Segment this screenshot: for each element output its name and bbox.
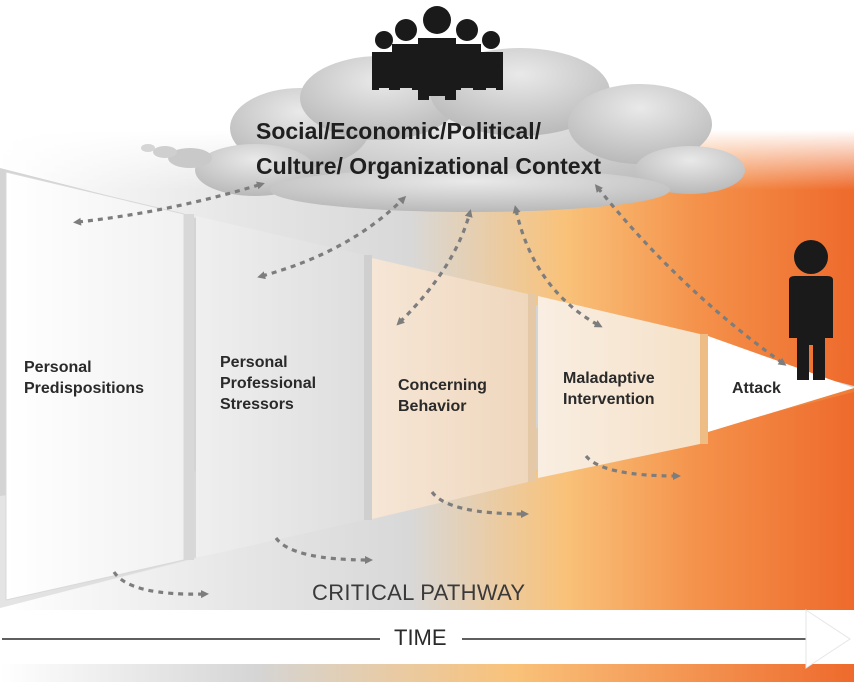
arrow-context-stressors — [257, 195, 407, 280]
stage-label-predispositions: Personal Predispositions — [24, 359, 145, 397]
person-icon — [789, 240, 833, 380]
arrow-context-behavior — [396, 209, 473, 326]
stage-label-behavior: Concerning Behavior — [398, 377, 487, 415]
arrow-context-predispositions — [73, 181, 265, 226]
context-cloud — [141, 48, 745, 212]
stage-label-attack: Attack — [732, 380, 781, 397]
influence-arrows — [73, 181, 787, 366]
arrow-context-attack — [594, 184, 787, 366]
stage-label-intervention: Maladaptive Intervention — [563, 370, 655, 408]
arrow-progress-2 — [274, 536, 373, 564]
stage-panel-2 — [196, 216, 364, 558]
stage-panel-3-edge — [528, 294, 536, 482]
arrow-progress-1 — [112, 571, 209, 599]
stage-label-stressors: Personal Professional Stressors — [220, 354, 317, 413]
arrow-progress-4 — [584, 454, 681, 480]
stage-panel-1-edge — [184, 214, 194, 560]
time-label: TIME — [394, 625, 447, 650]
stage-panel-4-edge — [700, 334, 708, 444]
crowd-icon — [372, 6, 503, 100]
time-arrow-head — [805, 609, 851, 669]
time-band — [0, 664, 854, 682]
progression-arrows — [112, 454, 681, 599]
context-title: Social/Economic/Political/ Culture/ Orga… — [256, 118, 602, 179]
arrow-context-intervention — [512, 205, 603, 328]
arrow-progress-3 — [430, 490, 529, 518]
stage-panel-2-edge — [364, 255, 372, 520]
critical-pathway-label: CRITICAL PATHWAY — [312, 580, 526, 605]
